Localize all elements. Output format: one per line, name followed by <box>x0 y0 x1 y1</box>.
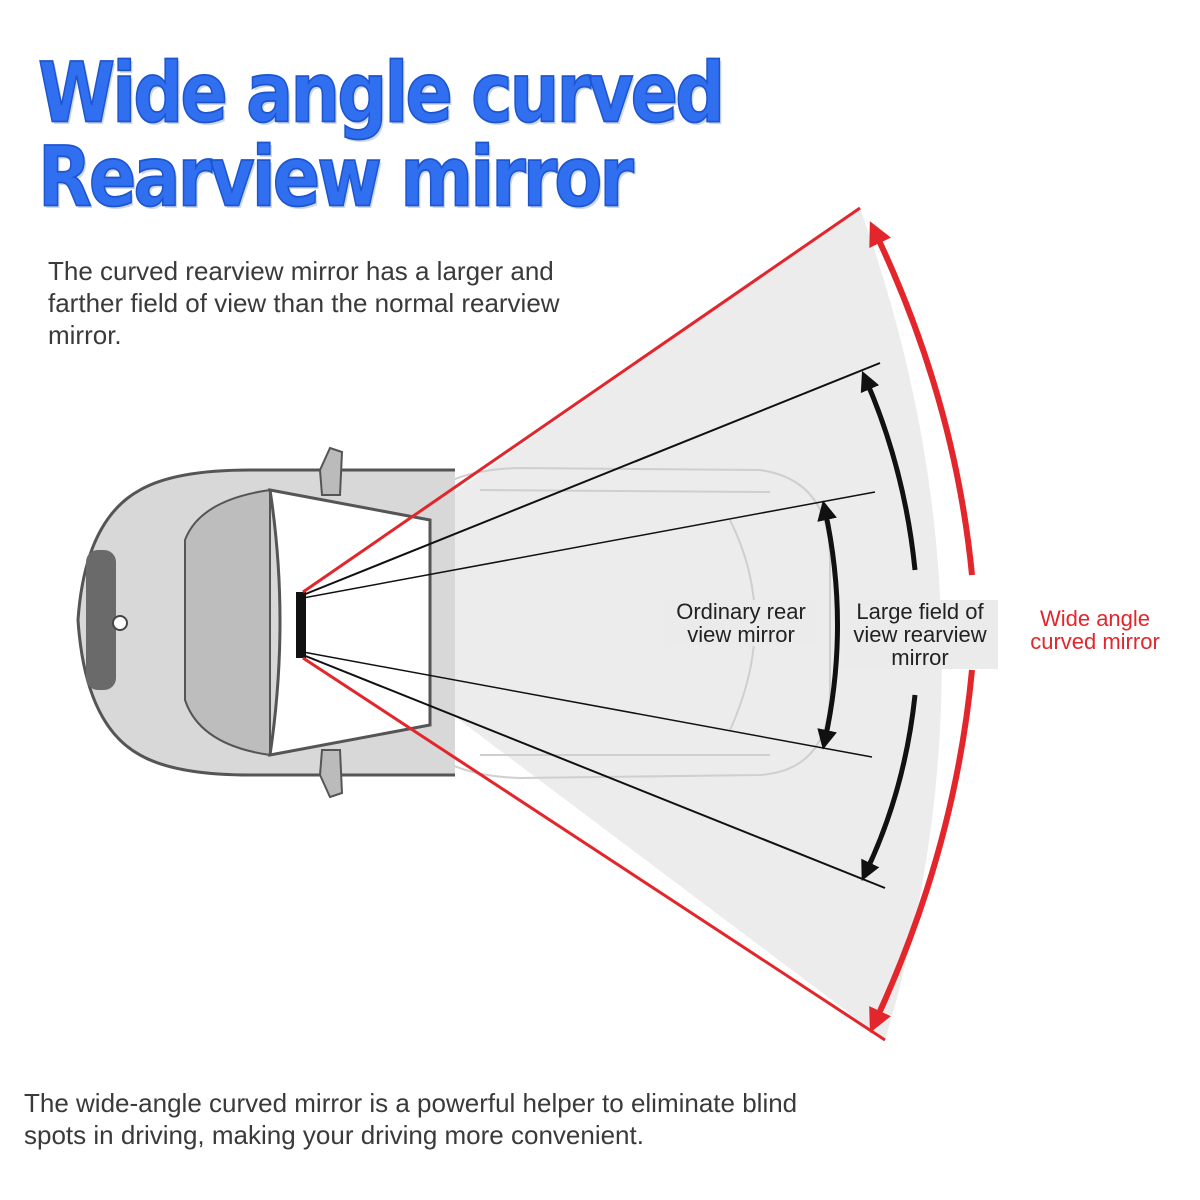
car-grille <box>86 550 116 690</box>
label-large-field-mirror: Large field of view rearview mirror <box>842 600 998 669</box>
car-top-view <box>76 446 455 799</box>
large-fov-bottom <box>302 654 886 889</box>
car-bonnet <box>184 488 271 757</box>
wide-arc-top <box>869 221 975 576</box>
wide-fov-area <box>300 208 942 1040</box>
ordinary-fov-top <box>302 491 876 599</box>
large-arc-top <box>860 370 918 571</box>
title-line-1: Wide angle curved <box>37 44 726 142</box>
outro-paragraph: The wide-angle curved mirror is a powerf… <box>24 1088 798 1150</box>
rearview-mirror <box>296 592 306 658</box>
side-mirror-right <box>318 749 344 799</box>
car-windshield <box>268 488 432 757</box>
title-line-2: Rearview mirror <box>37 128 634 226</box>
ordinary-arc <box>817 500 840 750</box>
car-emblem <box>112 615 128 631</box>
large-arc-bottom <box>861 694 918 882</box>
wide-arc-bottom <box>869 669 975 1033</box>
label-ordinary-mirror: Ordinary rear view mirror <box>665 600 817 646</box>
side-mirror-left <box>318 446 344 496</box>
wide-boundary-top <box>302 206 861 594</box>
intro-paragraph: The curved rearview mirror has a larger … <box>48 256 560 350</box>
large-fov-top <box>302 362 881 596</box>
wide-boundary-bottom <box>302 656 886 1042</box>
ordinary-fov-bottom <box>302 651 873 758</box>
label-wide-angle-mirror: Wide angle curved mirror <box>1030 606 1160 654</box>
